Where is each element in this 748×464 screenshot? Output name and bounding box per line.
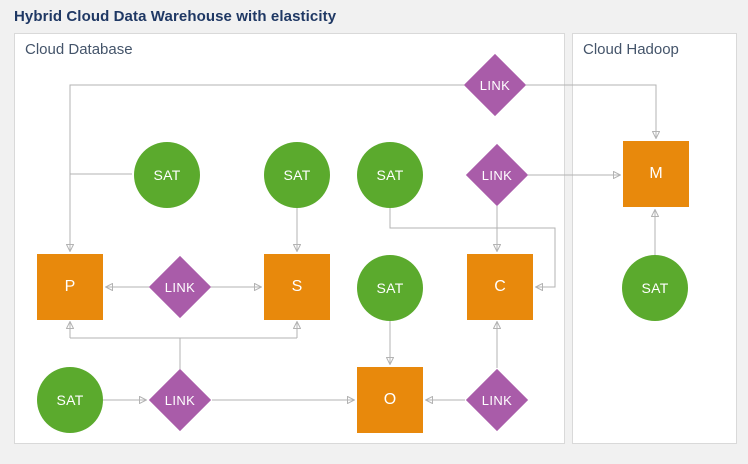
sat-node-p[interactable]: SAT <box>134 142 200 208</box>
hub-node-m[interactable]: M <box>623 141 689 207</box>
sat-node-s[interactable]: SAT <box>264 142 330 208</box>
link-node-bottom-label: LINK <box>164 392 196 408</box>
sat-node-c-label: SAT <box>376 167 404 183</box>
group-cloud-hadoop: Cloud Hadoop <box>572 33 737 444</box>
sat-node-o[interactable]: SAT <box>357 255 423 321</box>
sat-node-c[interactable]: SAT <box>357 142 423 208</box>
hub-node-p-label: P <box>64 278 76 295</box>
hub-node-s-label: S <box>291 278 303 295</box>
link-node-oc-label: LINK <box>481 392 513 408</box>
sat-node-m-label: SAT <box>641 280 669 296</box>
hub-node-m-label: M <box>649 165 663 182</box>
hub-node-o[interactable]: O <box>357 367 423 433</box>
link-node-ps-label: LINK <box>164 279 196 295</box>
hub-node-p[interactable]: P <box>37 254 103 320</box>
link-node-m[interactable]: LINK <box>465 143 529 207</box>
link-node-m-label: LINK <box>481 167 513 183</box>
sat-node-bottom-label: SAT <box>56 392 84 408</box>
group-cloud-database-label: Cloud Database <box>25 41 133 58</box>
link-node-top-label: LINK <box>479 77 511 93</box>
hub-node-o-label: O <box>383 391 397 408</box>
link-node-oc[interactable]: LINK <box>465 368 529 432</box>
hub-node-c[interactable]: C <box>467 254 533 320</box>
sat-node-o-label: SAT <box>376 280 404 296</box>
page-title: Hybrid Cloud Data Warehouse with elastic… <box>14 8 337 25</box>
hub-node-c-label: C <box>494 278 506 295</box>
link-node-top[interactable]: LINK <box>463 53 527 117</box>
group-cloud-hadoop-label: Cloud Hadoop <box>583 41 679 58</box>
link-node-bottom[interactable]: LINK <box>148 368 212 432</box>
sat-node-m[interactable]: SAT <box>622 255 688 321</box>
sat-node-bottom[interactable]: SAT <box>37 367 103 433</box>
hub-node-s[interactable]: S <box>264 254 330 320</box>
sat-node-s-label: SAT <box>283 167 311 183</box>
link-node-ps[interactable]: LINK <box>148 255 212 319</box>
sat-node-p-label: SAT <box>153 167 181 183</box>
